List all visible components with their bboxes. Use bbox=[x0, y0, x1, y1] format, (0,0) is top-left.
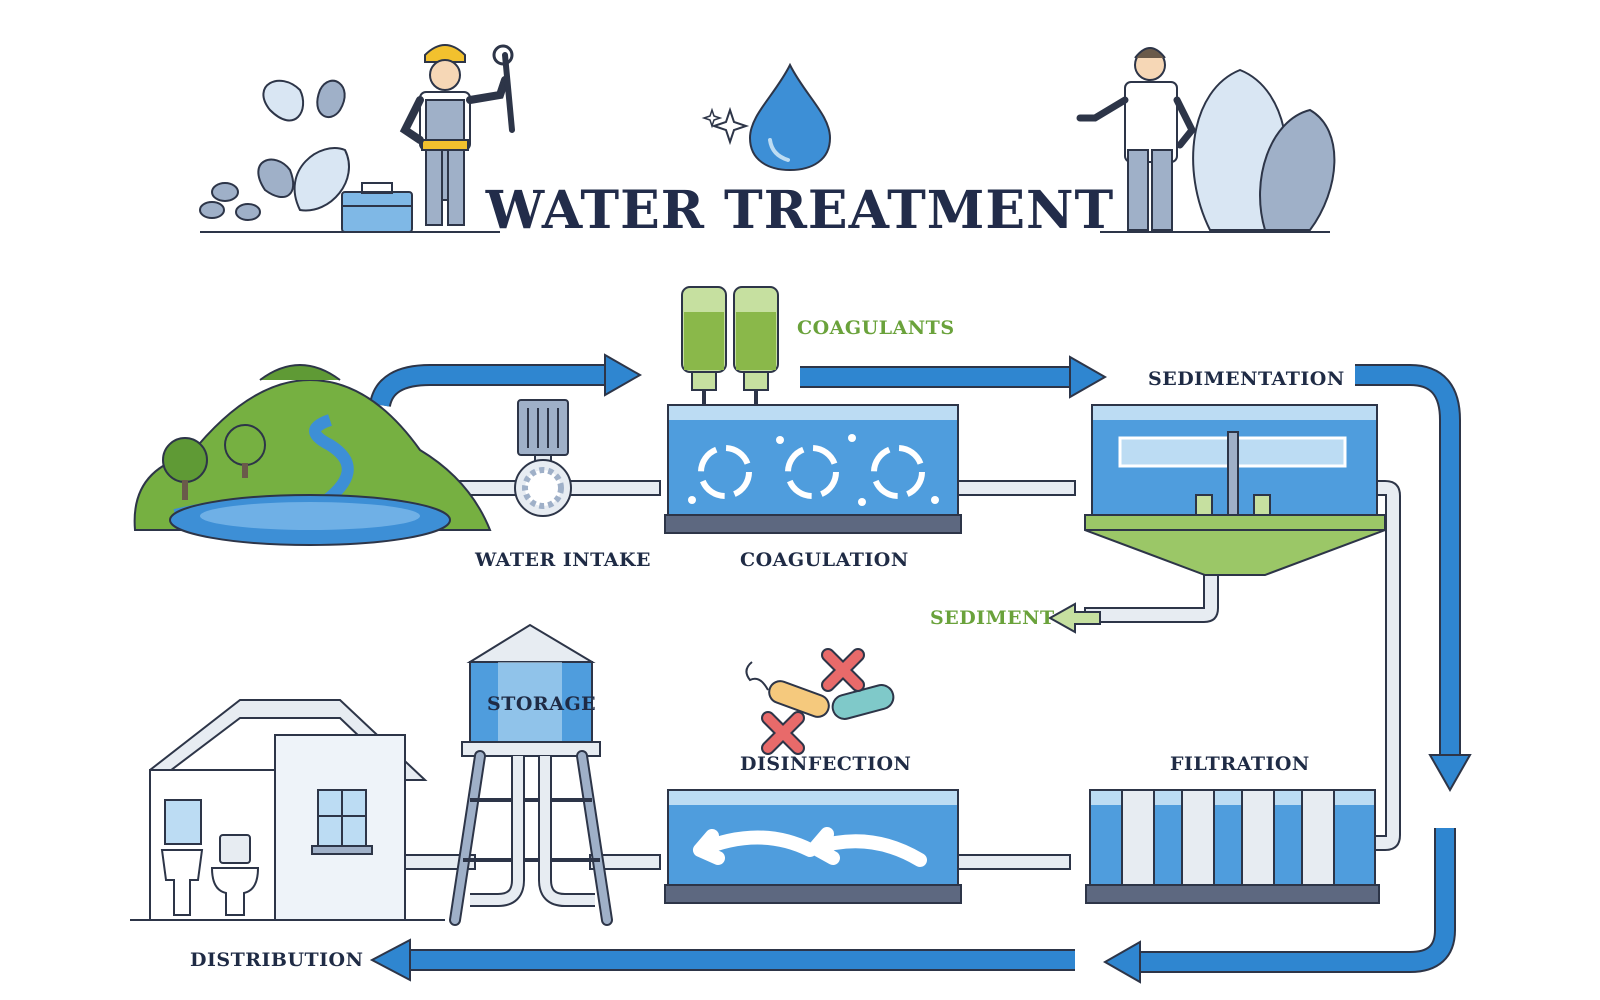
header-decoration-right bbox=[1100, 68, 1336, 233]
label-coagulation: COAGULATION bbox=[740, 549, 909, 571]
coagulation-tank bbox=[664, 404, 962, 534]
bacteria-icon bbox=[745, 661, 895, 720]
label-storage: STORAGE bbox=[487, 693, 596, 715]
flow-arrows bbox=[369, 353, 1472, 984]
label-distribution: DISTRIBUTION bbox=[190, 949, 363, 971]
disinfection-tank bbox=[664, 789, 962, 904]
water-source-landscape bbox=[133, 364, 492, 546]
sparkle-icon bbox=[701, 106, 750, 146]
label-filtration: FILTRATION bbox=[1170, 753, 1310, 775]
label-water-intake: WATER INTAKE bbox=[474, 549, 651, 571]
filtration-tank bbox=[1085, 789, 1380, 904]
label-sedimentation: SEDIMENTATION bbox=[1148, 368, 1345, 390]
storage-tower bbox=[449, 623, 613, 926]
label-disinfection: DISINFECTION bbox=[740, 753, 911, 775]
sediment-arrow bbox=[1047, 602, 1101, 634]
cross-icon bbox=[761, 648, 865, 755]
sedimentation-tank bbox=[1084, 404, 1386, 576]
label-coagulants: COAGULANTS bbox=[797, 317, 955, 339]
worker-figure bbox=[399, 44, 509, 226]
pump-icon bbox=[514, 399, 572, 517]
scientist-figure bbox=[1076, 47, 1197, 231]
coagulant-bottles bbox=[681, 286, 779, 444]
toolbox-icon bbox=[341, 182, 413, 233]
label-sediment: SEDIMENT bbox=[930, 607, 1055, 629]
water-drop-icon bbox=[748, 62, 832, 172]
page-title: WATER TREATMENT bbox=[485, 180, 1114, 241]
house-icon bbox=[130, 699, 445, 921]
wrench-icon bbox=[492, 44, 515, 133]
tree-icon bbox=[162, 424, 266, 500]
